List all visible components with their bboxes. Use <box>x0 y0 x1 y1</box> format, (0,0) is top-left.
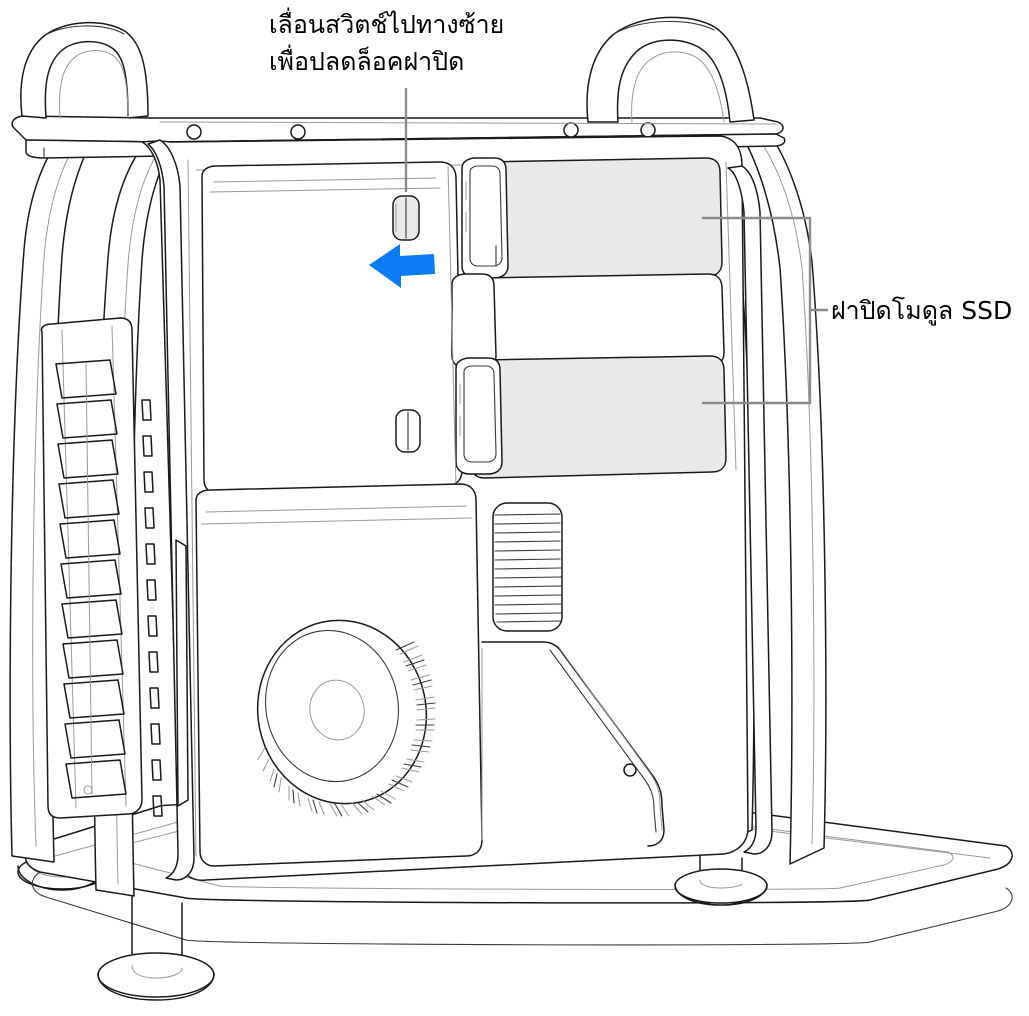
ssd-module-cover-top[interactable] <box>461 157 723 283</box>
side-vent-panel <box>40 317 143 819</box>
middle-bay-cover[interactable] <box>451 273 725 373</box>
ssd-module-cover-bottom[interactable] <box>455 355 727 479</box>
upper-housing-latch[interactable] <box>392 195 420 241</box>
ssd-callout: ฝาปิดโมดูล SSD <box>831 292 1012 329</box>
rail-hole-3 <box>563 122 579 138</box>
direction-arrow <box>369 244 435 288</box>
lower-door-panel <box>195 483 483 867</box>
fan-blades <box>257 645 436 817</box>
latch-callout-line2: เพื่อปลดล็อคฝาปิด <box>269 47 465 76</box>
top-left-handle <box>20 22 149 119</box>
front-left-foot <box>97 896 215 1001</box>
right-panel-edge <box>727 165 773 855</box>
lattice-vent-slots <box>55 359 127 799</box>
front-right-foot <box>674 855 768 906</box>
latch-callout: เลื่อนสวิตช์ไปทางซ้าย เพื่อปลดล็อคฝาปิด <box>269 6 504 80</box>
edge-slot-column <box>141 399 163 817</box>
door-panel-upper <box>201 161 463 495</box>
ssd-callout-line1: ฝาปิดโมดูล SSD <box>831 296 1013 325</box>
lower-housing-latch[interactable] <box>395 409 421 453</box>
ssd-leader-bracket <box>702 216 828 405</box>
blower-fan <box>256 619 436 817</box>
screw-hole <box>623 763 637 777</box>
fan-blade-highlights <box>273 641 436 817</box>
rail-hole-2 <box>290 124 306 140</box>
rail-hole-1 <box>186 124 202 140</box>
latch-callout-line1: เลื่อนสวิตช์ไปทางซ้าย <box>269 10 505 39</box>
ssd-bay-area <box>447 157 737 487</box>
top-right-handle <box>586 16 755 123</box>
left-panel-edge <box>147 139 195 881</box>
lower-right-strut <box>481 641 665 847</box>
rear-vent-grille <box>492 502 563 632</box>
rail-hole-4 <box>640 122 656 138</box>
